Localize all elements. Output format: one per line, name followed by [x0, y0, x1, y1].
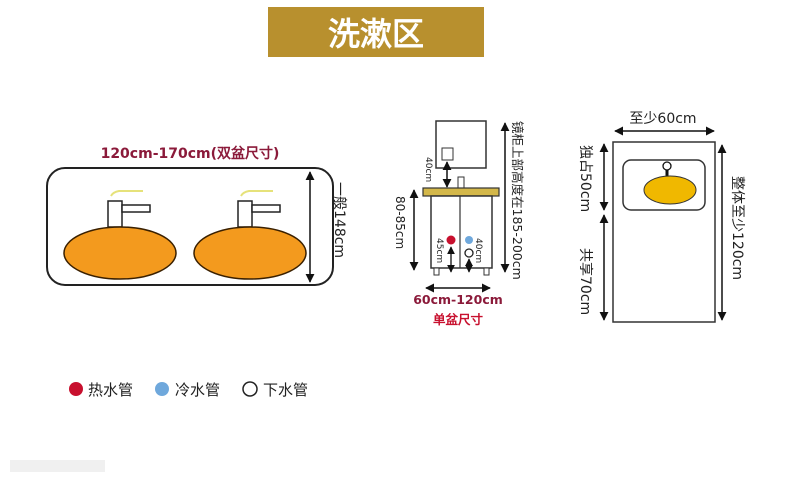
watermark	[10, 460, 105, 472]
drain-height-label: 40cm	[473, 238, 483, 263]
hollow-circle-icon	[242, 381, 258, 397]
single-basin-width-label: 60cm-120cm	[413, 292, 503, 307]
mirror-cabinet	[435, 120, 487, 169]
single-basin-caption: 单盆尺寸	[433, 312, 484, 327]
counter-height-label: 80-85cm	[393, 196, 407, 249]
page-title: 洗漱区	[328, 15, 424, 53]
drain-pipe-icon	[464, 248, 474, 258]
countertop	[422, 187, 500, 197]
legend: 热水管 冷水管 下水管	[69, 381, 308, 399]
title-banner	[268, 7, 484, 57]
double-basin-depth-label: 一般148cm	[331, 182, 347, 258]
single-basin-elevation: 40cm 45cm 40cm 80-85cm 镜柜上部高度在185-200cm …	[393, 120, 525, 327]
hot-pipe-icon	[446, 235, 456, 245]
socket-icon	[441, 147, 454, 161]
double-basin-diagram: 120cm-170cm(双盆尺寸) 一般148cm	[46, 145, 347, 286]
legend-hot: 热水管	[88, 381, 133, 399]
plan-width-label: 至少60cm	[629, 111, 696, 127]
shared-area-label: 共享70cm	[577, 248, 594, 315]
floor-plan-diagram: 至少60cm 独占50cm 共享70cm 整体至少120cm	[577, 111, 745, 323]
plan-basin	[643, 175, 697, 205]
double-basin-width-label: 120cm-170cm(双盆尺寸)	[101, 145, 280, 162]
private-area-label: 独占50cm	[577, 145, 593, 212]
legend-cold: 冷水管	[175, 381, 220, 399]
red-dot-icon	[69, 382, 83, 396]
mirror-gap-label: 40cm	[423, 157, 433, 182]
blue-dot-icon	[155, 382, 169, 396]
faucet-icon	[457, 176, 465, 190]
vanity-cabinet	[430, 195, 493, 269]
hot-pipe-height-label: 45cm	[434, 238, 444, 263]
cold-pipe-icon	[465, 236, 473, 244]
mirror-top-height-label: 镜柜上部高度在185-200cm	[510, 121, 525, 280]
basin-right	[193, 226, 307, 280]
basin-left	[63, 226, 177, 280]
total-length-label: 整体至少120cm	[729, 176, 745, 280]
faucet-icon	[237, 190, 281, 228]
legend-drain: 下水管	[263, 381, 308, 399]
